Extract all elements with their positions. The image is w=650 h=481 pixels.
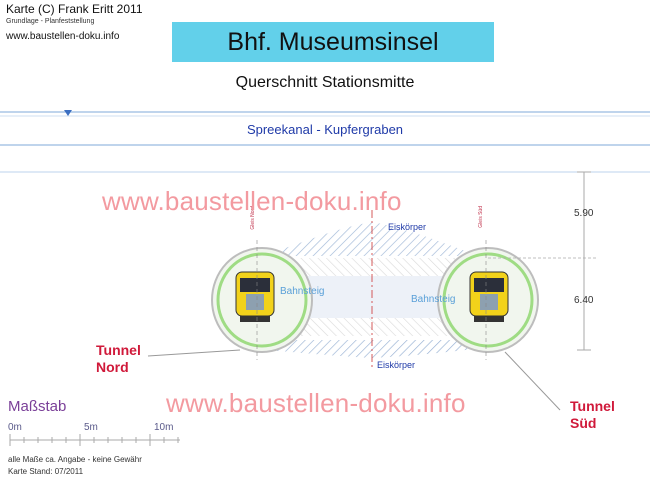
tunnel-sued-label-line2: Süd (570, 415, 597, 431)
scale-tick-0: 0m (8, 422, 22, 433)
tunnel-nord-label-line1: Tunnel (96, 342, 141, 358)
map-date: Karte Stand: 07/2011 (8, 467, 84, 476)
dimension-upper: 5.90 (574, 208, 594, 219)
water-label: Spreekanal - Kupfergraben (246, 122, 404, 137)
track-sued-label: Gleis Süd (478, 206, 484, 228)
credit-url: www.baustellen-doku.info (6, 31, 120, 42)
scale-note: alle Maße ca. Angabe - keine Gewähr (8, 455, 142, 464)
tunnel-sued-label-line1: Tunnel (570, 398, 615, 414)
watermark-bottom: www.baustellen-doku.info (166, 388, 466, 418)
page-subtitle: Querschnitt Stationsmitte (235, 74, 415, 91)
credit-subtitle: Grundlage - Planfeststellung (6, 18, 95, 25)
scale-tick-10: 10m (154, 422, 174, 433)
platform-left-label: Bahnsteig (280, 286, 325, 297)
tunnel-sued-pointer (504, 351, 561, 411)
dimension-lines (488, 171, 598, 351)
water-level-marker-icon (64, 110, 72, 116)
tunnel-nord-label: Tunnel Nord (96, 342, 141, 376)
credit-title: Karte (C) Frank Eritt 2011 (6, 2, 143, 16)
tunnel-sued-label: Tunnel Süd (570, 398, 615, 432)
platform-right-label: Bahnsteig (411, 294, 456, 305)
watermark-top: www.baustellen-doku.info (102, 186, 402, 216)
dimension-lower: 6.40 (574, 295, 594, 306)
tunnel-nord-pointer (147, 349, 241, 357)
tunnel-nord-label-line2: Nord (96, 359, 129, 375)
ice-body-bottom-label: Eiskörper (377, 360, 416, 370)
scale-bar (9, 434, 180, 446)
train-sued (469, 271, 509, 322)
ice-body-bottom (246, 340, 494, 358)
ice-body-top-label: Eiskörper (388, 222, 427, 232)
page-title: Bhf. Museumsinsel (172, 22, 494, 62)
scale-tick-5: 5m (84, 422, 98, 433)
station-mid-band (262, 258, 482, 276)
scale-title: Maßstab (8, 398, 67, 415)
train-nord (235, 271, 275, 322)
ice-body-top (262, 222, 480, 256)
water-surface (0, 110, 650, 173)
